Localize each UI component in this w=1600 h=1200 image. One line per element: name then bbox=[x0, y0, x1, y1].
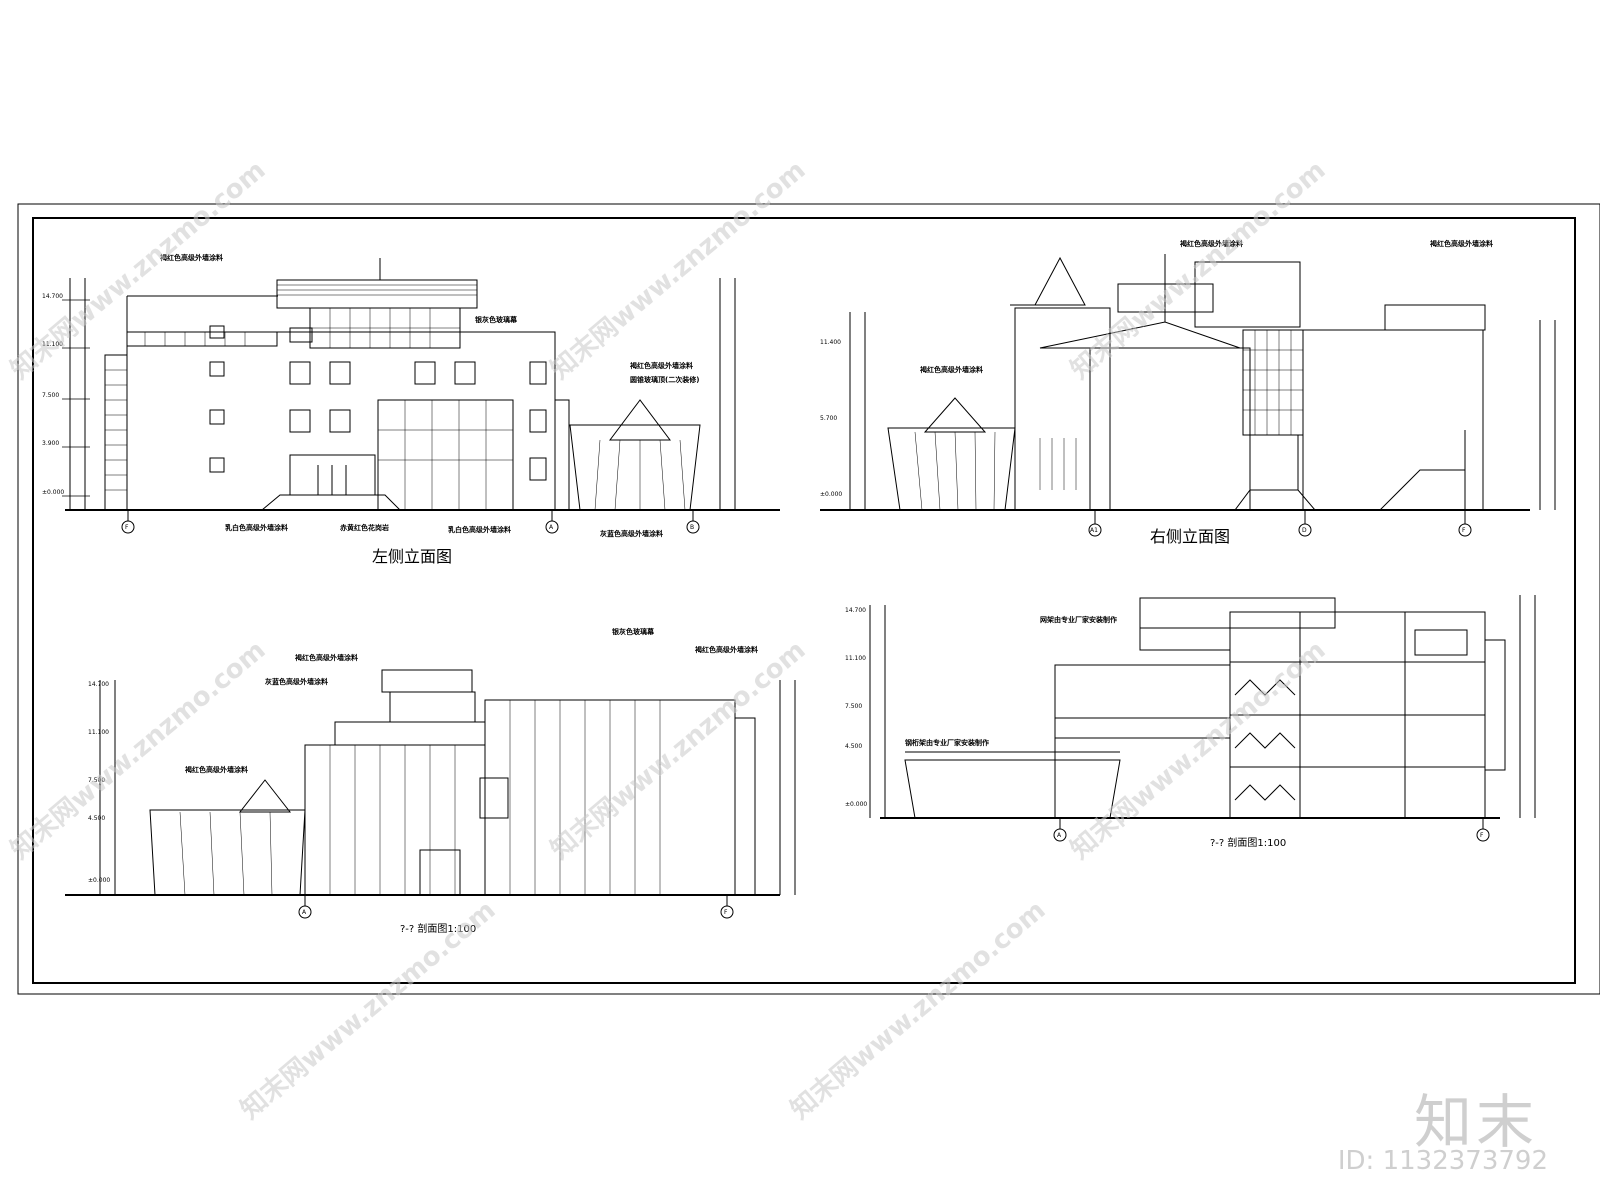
axis-right-3: F bbox=[1462, 527, 1466, 534]
level-sec-a-5: ±0.000 bbox=[88, 877, 110, 884]
axis-right-1: A1 bbox=[1090, 527, 1098, 534]
level-left-4: 3.900 bbox=[42, 440, 59, 447]
level-sec-a-3: 7.500 bbox=[88, 777, 105, 784]
axis-sec-a-1: A bbox=[302, 909, 307, 916]
note-sec-a-3: 灰蓝色高级外墙涂料 bbox=[265, 677, 328, 686]
level-sec-a-1: 14.700 bbox=[88, 681, 109, 688]
watermark-text-2: 知末网www.znzmo.com bbox=[545, 155, 811, 385]
level-sec-b-2: 11.100 bbox=[845, 655, 866, 662]
note-right-3: 褐红色高级外墙涂料 bbox=[919, 365, 983, 374]
left-elevation-drawing bbox=[62, 258, 780, 534]
level-sec-b-1: 14.700 bbox=[845, 607, 866, 614]
watermark-text-1: 知末网www.znzmo.com bbox=[5, 155, 271, 385]
level-sec-b-5: ±0.000 bbox=[845, 801, 867, 808]
section-b-drawing bbox=[869, 595, 1536, 842]
level-left-1: 14.700 bbox=[42, 293, 63, 300]
level-sec-b-4: 4.500 bbox=[845, 743, 862, 750]
note-left-7: 乳白色高级外墙涂料 bbox=[448, 525, 511, 534]
watermark-text-6: 知末网www.znzmo.com bbox=[1065, 635, 1331, 865]
note-sec-a-5: 褐红色高级外墙涂料 bbox=[184, 765, 248, 774]
note-left-6: 赤黄红色花岗岩 bbox=[340, 523, 389, 532]
note-left-1: 褐红色高级外墙涂料 bbox=[159, 253, 223, 262]
level-sec-a-4: 4.500 bbox=[88, 815, 105, 822]
watermark-text-8: 知末网www.znzmo.com bbox=[785, 895, 1051, 1125]
note-left-2: 银灰色玻璃幕 bbox=[475, 315, 518, 324]
note-left-3: 褐红色高级外墙涂料 bbox=[629, 361, 693, 370]
section-b-title: ?-? 剖面图1:100 bbox=[1210, 836, 1286, 849]
note-sec-b-1: 网架由专业厂家安装制作 bbox=[1040, 615, 1117, 624]
note-right-2: 褐红色高级外墙涂料 bbox=[1429, 239, 1493, 248]
level-right-3: ±0.000 bbox=[820, 491, 842, 498]
right-elevation-drawing bbox=[820, 254, 1556, 537]
level-left-2: 11.100 bbox=[42, 341, 63, 348]
sheet-outer-border bbox=[17, 203, 1600, 995]
axis-sec-b-2: F bbox=[1480, 832, 1484, 839]
level-sec-b-3: 7.500 bbox=[845, 703, 862, 710]
right-elevation-title: 右侧立面图 bbox=[1150, 527, 1230, 546]
level-right-1: 11.400 bbox=[820, 339, 841, 346]
level-sec-a-2: 11.100 bbox=[88, 729, 109, 736]
note-left-4: 圆锥玻璃顶(二次装修) bbox=[630, 375, 699, 384]
note-sec-a-2: 银灰色玻璃幕 bbox=[612, 627, 655, 636]
watermark-brand: 知末 bbox=[1413, 1088, 1538, 1156]
watermark-text-4: 知末网www.znzmo.com bbox=[5, 635, 271, 865]
note-right-1: 褐红色高级外墙涂料 bbox=[1179, 239, 1243, 248]
section-a-title: ?-? 剖面图1:100 bbox=[400, 922, 476, 935]
section-a-drawing bbox=[65, 669, 796, 919]
note-sec-a-4: 褐红色高级外墙涂料 bbox=[694, 645, 758, 654]
watermark-id: ID: 1132373792 bbox=[1337, 1146, 1548, 1176]
axis-left-3: B bbox=[690, 524, 694, 531]
level-left-5: ±0.000 bbox=[42, 489, 64, 496]
left-elevation-title: 左侧立面图 bbox=[372, 547, 452, 566]
note-sec-a-1: 褐红色高级外墙涂料 bbox=[294, 653, 358, 662]
watermark-text-7: 知末网www.znzmo.com bbox=[235, 895, 501, 1125]
axis-left-1: F bbox=[125, 524, 129, 531]
watermark-text-3: 知末网www.znzmo.com bbox=[1065, 155, 1331, 385]
note-sec-b-2: 钢桁架由专业厂家安装制作 bbox=[905, 738, 989, 747]
note-left-8: 灰蓝色高级外墙涂料 bbox=[600, 529, 663, 538]
sheet-inner-border bbox=[32, 217, 1576, 984]
level-left-3: 7.500 bbox=[42, 392, 59, 399]
axis-right-2: D bbox=[1302, 527, 1307, 534]
level-right-2: 5.700 bbox=[820, 415, 837, 422]
axis-left-2: A bbox=[549, 524, 554, 531]
axis-sec-b-1: A bbox=[1057, 832, 1062, 839]
note-left-5: 乳白色高级外墙涂料 bbox=[225, 523, 288, 532]
axis-sec-a-2: F bbox=[724, 909, 728, 916]
